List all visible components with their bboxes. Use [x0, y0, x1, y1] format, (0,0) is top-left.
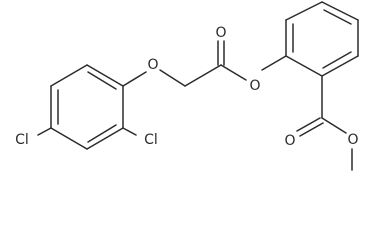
bond-ring2-c [321, 1, 359, 21]
atom-label-o-ester-link: O [249, 78, 260, 94]
bond-ring1-c [86, 127, 124, 150]
bond-ring1-a [86, 64, 124, 87]
bond-ester-carbon-o-methoxy [321, 117, 347, 134]
bond-carbonyl-2-a [296, 117, 321, 132]
bond-ring1-f [50, 64, 88, 87]
bond-ring2-double-3 [322, 51, 352, 69]
bond-carbonyl-2-b [299, 122, 324, 137]
bond-ring2-f [285, 55, 323, 77]
bond-ring2-b [285, 1, 323, 21]
bond-ring1-d [50, 127, 88, 150]
atom-label-o-methoxy: O [347, 132, 358, 148]
bond-ring1-o-ether [122, 71, 147, 87]
bond-ring2-double-2 [323, 9, 352, 25]
bond-ch2-carbonyl [184, 64, 222, 87]
dichlorophenyl-ring [50, 64, 124, 150]
atom-label-cl-ortho: Cl [144, 132, 158, 148]
bond-o-ester-ring2 [261, 55, 287, 71]
benzoate-ring [285, 1, 359, 77]
atom-label-cl-para: Cl [15, 132, 29, 148]
bond-cl-para [37, 127, 52, 136]
bond-ring1-double-1 [87, 71, 117, 90]
bond-ring1-double-2 [87, 124, 117, 143]
bond-ring2-e [321, 55, 359, 77]
bond-o-ether-ch2 [159, 69, 186, 87]
atom-label-o-ether: O [147, 57, 158, 73]
bond-carbonyl-o-ester [220, 64, 247, 81]
chemical-structure-diagram: Cl Cl O O O O O [15, 1, 359, 171]
bond-cl-ortho [122, 127, 137, 136]
atom-label-o-carbonyl-1: O [215, 25, 226, 41]
atom-label-o-carbonyl-2: O [284, 133, 295, 149]
